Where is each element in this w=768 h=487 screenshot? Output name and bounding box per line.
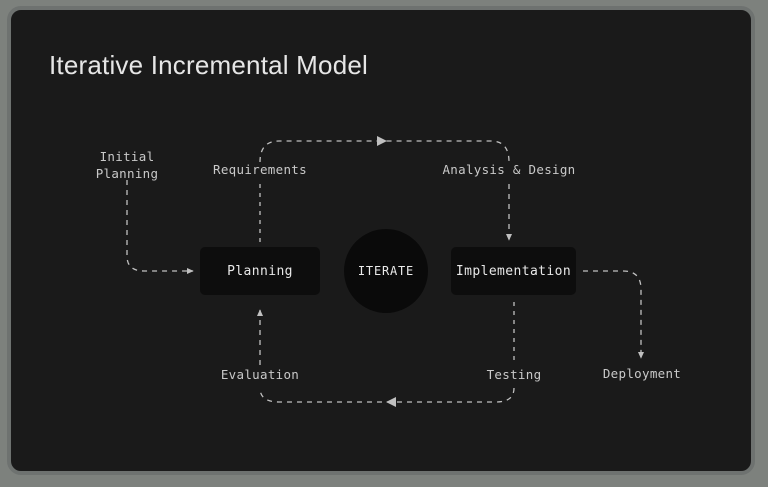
edge-label-analysis-design: Analysis & Design [442,162,576,177]
edge-label-initial-planning-line2: Planning [95,166,159,181]
diagram-card: Iterative Incremental Model [7,6,755,475]
edge-testing-to-evaluation [259,387,515,403]
node-iterate-label: ITERATE [357,264,415,278]
edge-arrowhead-bottom-left [386,397,396,407]
edge-label-evaluation: Evaluation [220,367,300,382]
node-planning[interactable]: Planning [200,247,320,295]
node-iterate[interactable]: ITERATE [344,229,428,313]
edge-implementation-to-deployment [583,270,645,359]
edge-label-deployment: Deployment [602,366,682,381]
page-title: Iterative Incremental Model [49,50,368,80]
edge-initial-planning-to-planning [126,180,194,275]
edge-requirements-to-analysis [259,140,510,163]
edge-label-requirements: Requirements [213,162,307,177]
node-planning-label: Planning [227,263,293,279]
diagram-edges-layer [126,136,645,407]
edge-label-testing: Testing [486,367,542,382]
edge-arrowhead-top-right [377,136,387,146]
node-implementation[interactable]: Implementation [451,247,576,295]
edge-label-initial-planning-line1: Initial [99,149,155,164]
node-implementation-label: Implementation [455,263,572,279]
edge-label-initial-planning: Initial Planning [85,148,169,182]
